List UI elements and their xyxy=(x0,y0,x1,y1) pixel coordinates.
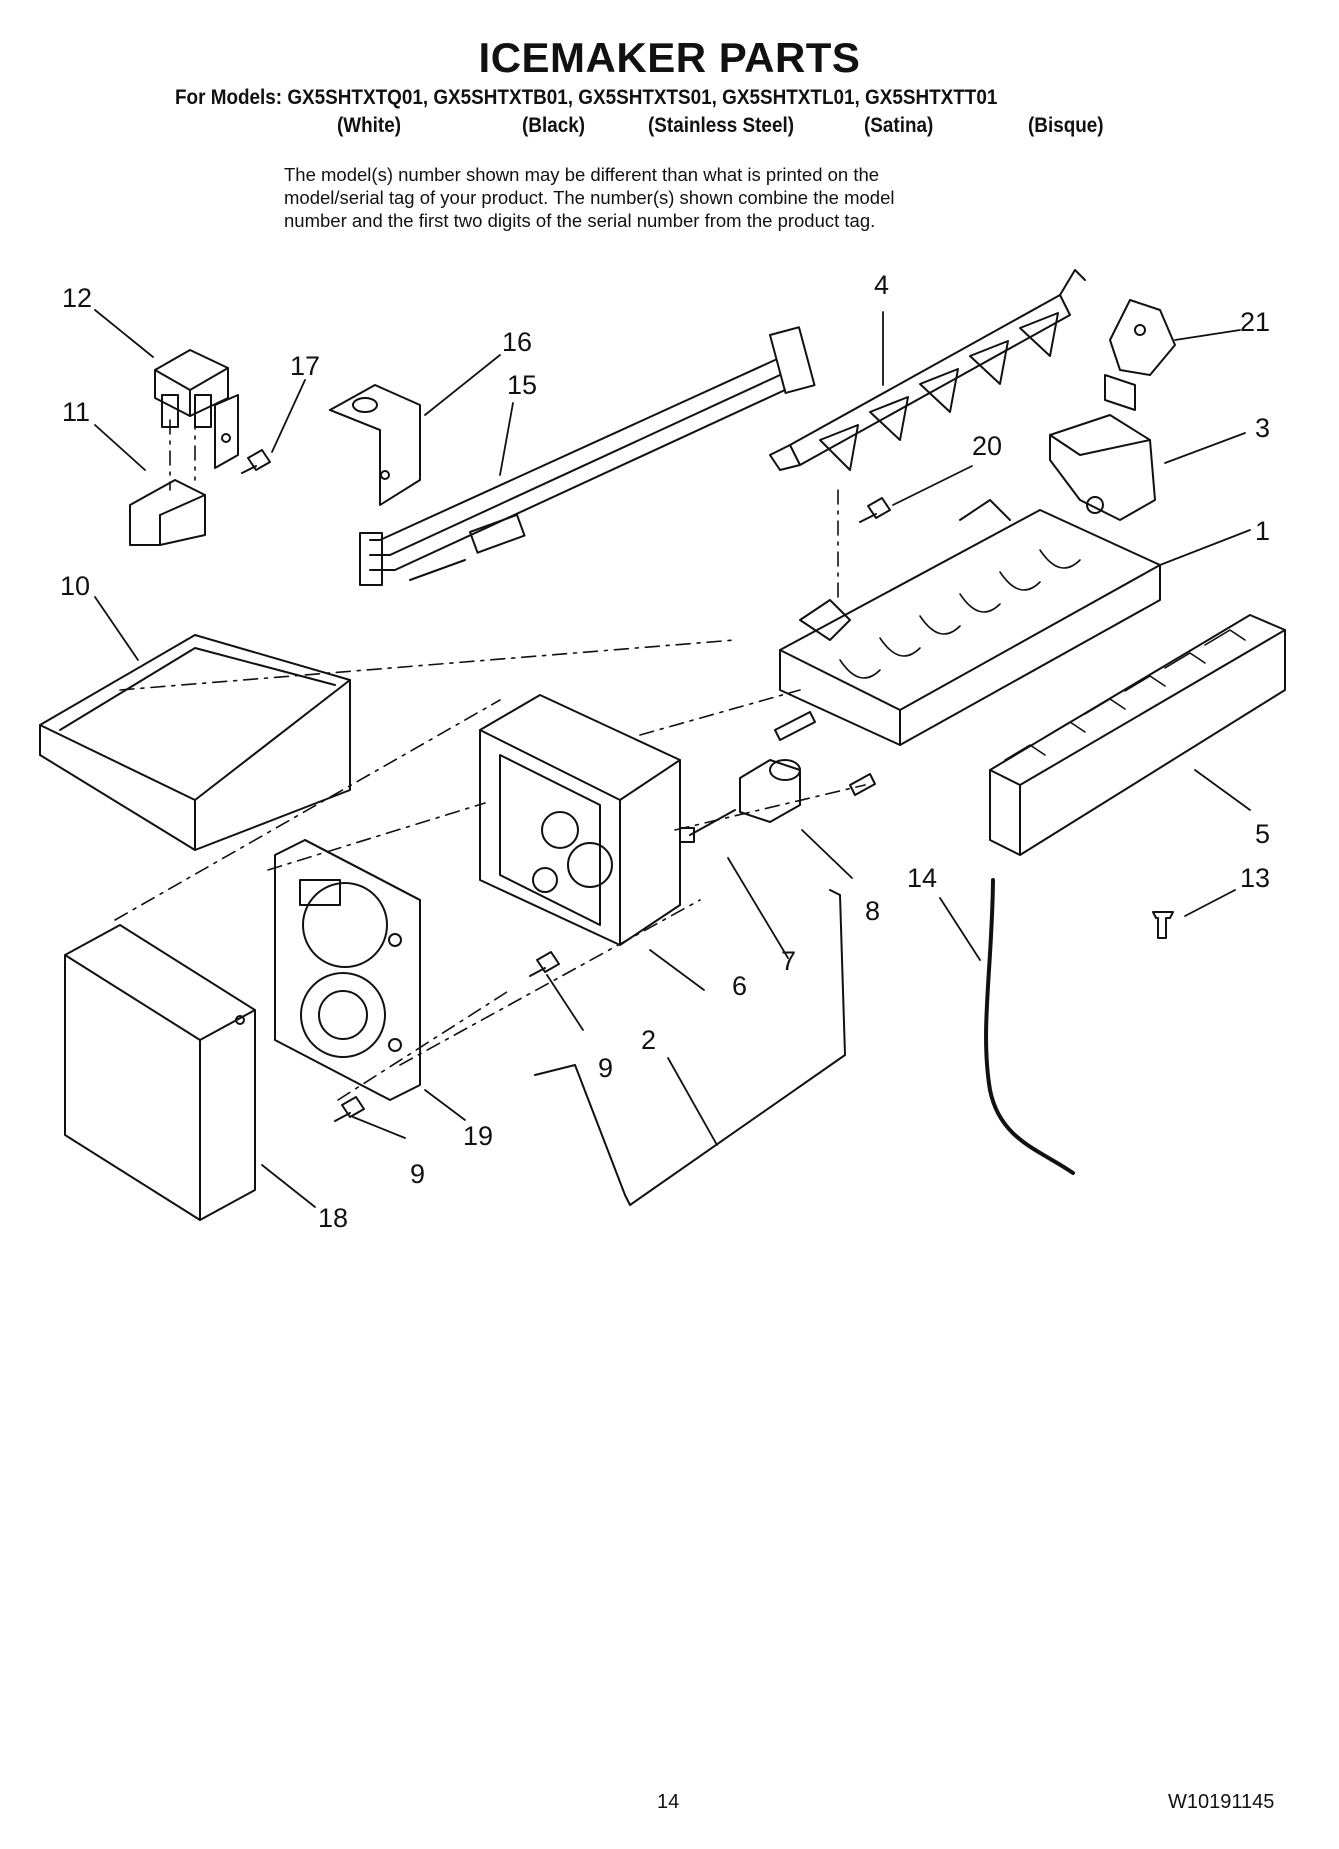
callout-6: 6 xyxy=(732,971,747,1001)
callout-5: 5 xyxy=(1255,819,1270,849)
callout-9: 9 xyxy=(598,1053,613,1083)
pin-13 xyxy=(1152,911,1174,939)
callout-labels: 1 2 3 4 5 6 7 8 9 9 10 11 12 13 14 15 16… xyxy=(60,270,1270,1233)
shutoff-arm xyxy=(534,889,846,1206)
callout-20: 20 xyxy=(972,431,1002,461)
assembly-guide-lines xyxy=(114,414,866,1101)
callout-12: 12 xyxy=(62,283,92,313)
screw-20 xyxy=(859,497,891,523)
icemaker-mold xyxy=(779,499,1161,746)
model-number-note: The model(s) number shown may be differe… xyxy=(284,163,1144,232)
screw-9 xyxy=(529,951,560,977)
callout-18: 18 xyxy=(318,1203,348,1233)
document-number: W10191145 xyxy=(1168,1791,1275,1813)
control-module xyxy=(274,839,421,1101)
note-line: model/serial tag of your product. The nu… xyxy=(284,187,895,208)
screw-17 xyxy=(241,449,271,474)
mold-cover xyxy=(1049,414,1156,521)
callout-14: 14 xyxy=(907,863,937,893)
shutoff-arm-lever xyxy=(1104,299,1176,411)
thermostat xyxy=(739,759,801,823)
note-line: number and the first two digits of the s… xyxy=(284,210,876,231)
callout-2: 2 xyxy=(641,1025,656,1055)
valve-bracket xyxy=(129,479,206,546)
note-line: The model(s) number shown may be differe… xyxy=(284,164,880,185)
variant-black: (Black) xyxy=(522,114,586,137)
page-title: ICEMAKER PARTS xyxy=(478,34,861,81)
front-cover xyxy=(989,614,1286,856)
callout-13: 13 xyxy=(1240,863,1270,893)
variant-bisque: (Bisque) xyxy=(1028,114,1104,137)
callout-11: 11 xyxy=(62,397,90,427)
mounting-pin xyxy=(679,809,736,843)
page-number: 14 xyxy=(657,1791,680,1813)
ice-bin xyxy=(39,634,351,851)
callout-15: 15 xyxy=(507,370,537,400)
variant-satina: (Satina) xyxy=(864,114,934,137)
callout-10: 10 xyxy=(60,571,90,601)
callout-4: 4 xyxy=(874,270,889,300)
callout-1: 1 xyxy=(1255,516,1270,546)
fill-tube xyxy=(984,878,1075,1175)
callout-9-lower: 9 xyxy=(410,1159,425,1189)
callout-17: 17 xyxy=(290,351,320,381)
motor-housing xyxy=(479,694,681,946)
leader-lines xyxy=(94,309,1251,1208)
water-valve xyxy=(154,349,239,469)
callout-21: 21 xyxy=(1240,307,1270,337)
callout-3: 3 xyxy=(1255,413,1270,443)
callout-7: 7 xyxy=(781,946,796,976)
wire-bracket xyxy=(329,384,421,506)
variant-stainless-steel: (Stainless Steel) xyxy=(648,114,795,137)
module-cover xyxy=(64,924,256,1221)
screw-9-lower xyxy=(334,1096,365,1122)
ejector-blade xyxy=(769,269,1086,471)
wire-harness xyxy=(359,326,816,586)
callout-16: 16 xyxy=(502,327,532,357)
model-list: For Models: GX5SHTXTQ01, GX5SHTXTB01, GX… xyxy=(175,86,998,109)
callout-8: 8 xyxy=(865,896,880,926)
small-pins xyxy=(774,711,876,796)
callout-19: 19 xyxy=(463,1121,493,1151)
variant-white: (White) xyxy=(337,114,402,137)
